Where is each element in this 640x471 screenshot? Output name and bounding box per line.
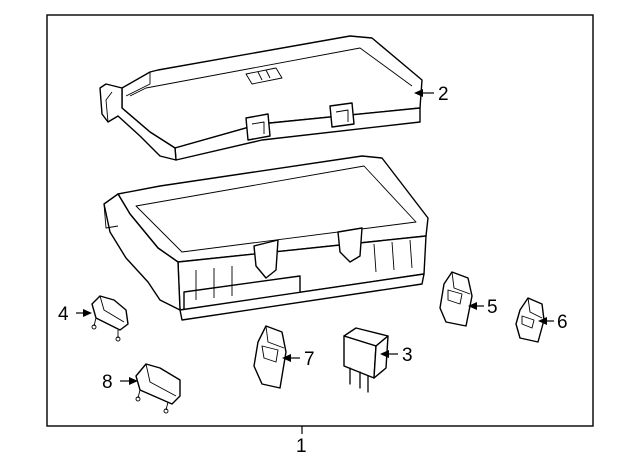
callout-2: 2 xyxy=(438,84,449,105)
leader-8 xyxy=(120,377,138,385)
callout-5: 5 xyxy=(487,297,498,318)
callout-4: 4 xyxy=(58,304,69,325)
relay-part-6 xyxy=(515,297,545,343)
fuse-part-8 xyxy=(135,363,181,414)
leader-3 xyxy=(380,350,398,358)
callout-7: 7 xyxy=(304,349,315,370)
fuse-box-housing xyxy=(103,155,429,321)
leader-4 xyxy=(76,309,92,317)
leader-7 xyxy=(282,354,300,362)
leader-6 xyxy=(538,317,554,325)
callout-1: 1 xyxy=(296,436,307,457)
relay-part-5 xyxy=(439,271,473,327)
leader-5 xyxy=(468,302,484,310)
callout-6: 6 xyxy=(557,312,568,333)
callout-3: 3 xyxy=(402,345,413,366)
diagram-frame xyxy=(46,14,594,427)
fuse-box-cover xyxy=(99,35,423,161)
fuse-part-4 xyxy=(91,295,129,342)
relay-part-3 xyxy=(343,327,389,393)
callout-8: 8 xyxy=(102,372,113,393)
leader-2 xyxy=(414,89,434,97)
relay-part-7 xyxy=(253,325,287,389)
